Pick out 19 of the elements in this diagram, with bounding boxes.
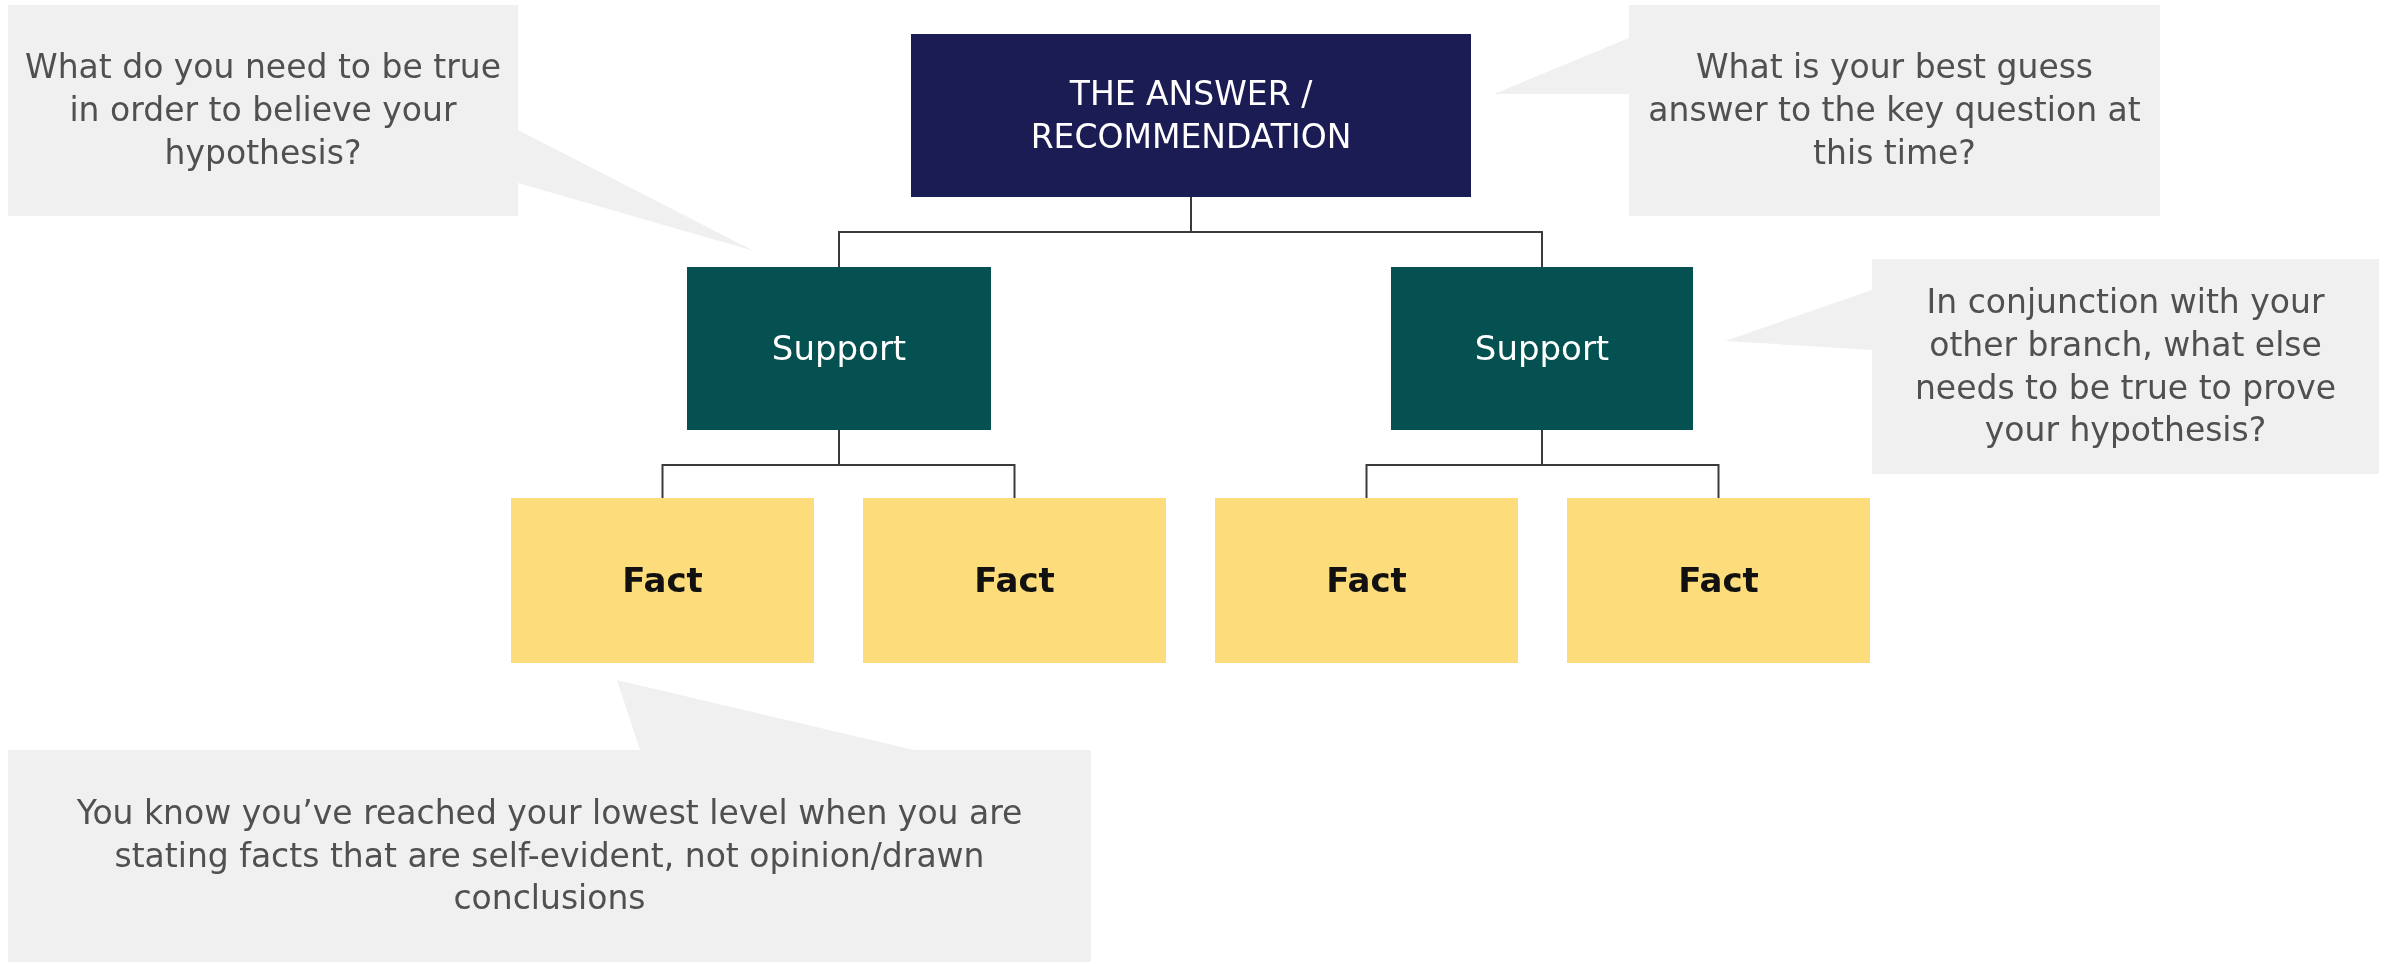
node-text: Support (771, 327, 907, 371)
fact-box (1215, 498, 1518, 663)
node-text: Fact (1326, 559, 1407, 603)
node-text: Support (1474, 327, 1610, 371)
fact-box (511, 498, 814, 663)
node-text: THE ANSWER / RECOMMENDATION (1029, 72, 1353, 158)
fact-box (1567, 498, 1870, 663)
fact-box (863, 498, 1166, 663)
node-text: Fact (622, 559, 703, 603)
answer-box (911, 34, 1471, 197)
node-text: Fact (974, 559, 1055, 603)
support-box (1391, 267, 1693, 430)
node-text: Fact (1678, 559, 1759, 603)
support-box (687, 267, 991, 430)
node-text: What do you need to be true in order to believe your hypothesis? (24, 46, 502, 174)
connector-line (838, 429, 1016, 499)
node-text: What is your best guess answer to the key question at this time? (1647, 46, 2142, 174)
node-text: In conjunction with your other branch, what else needs to be true to prove your hypothesis? (1913, 280, 2338, 452)
node-text: You know you’ve reached your lowest level when you are stating facts that are self-evident, not opinion/drawn conclusions (75, 791, 1024, 920)
